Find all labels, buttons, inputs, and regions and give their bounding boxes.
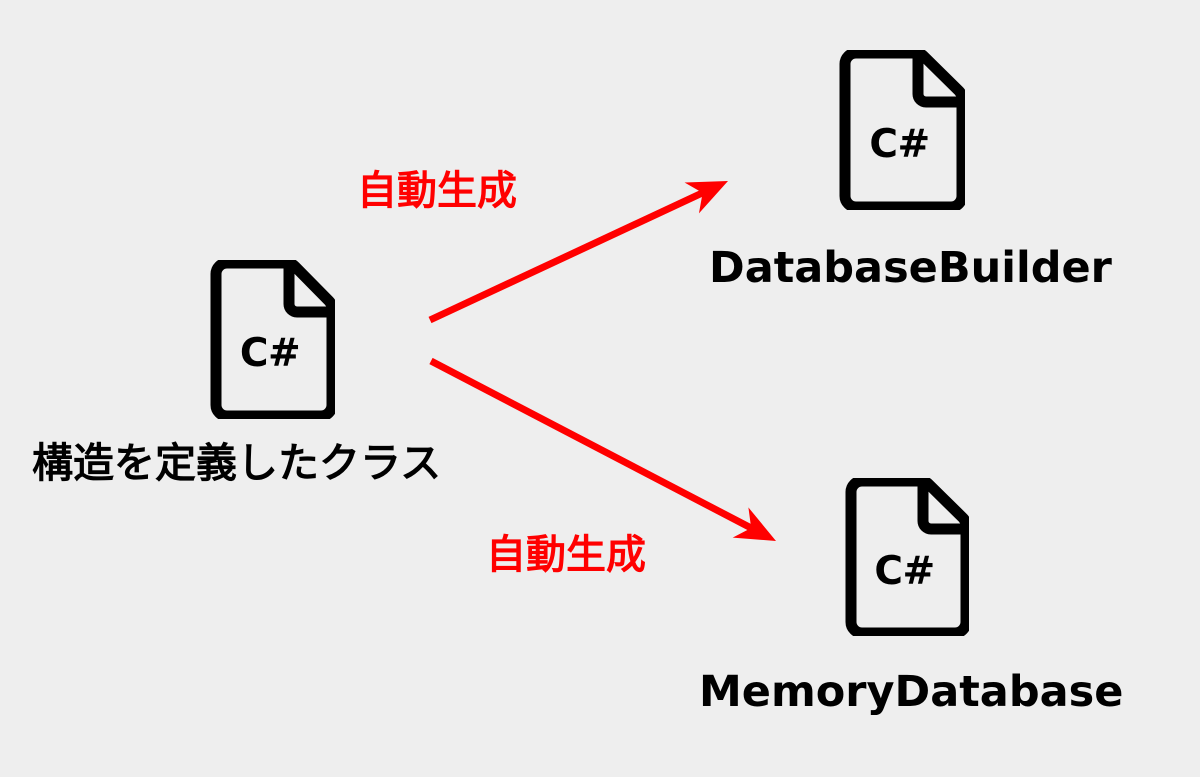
arrow-to-memory-database [429, 357, 776, 541]
csharp-file-icon-source: C# [205, 260, 335, 419]
csharp-file-icon-memory-database: C# [840, 478, 969, 636]
caption-memory-database: MemoryDatabase [699, 667, 1124, 717]
csharp-file-icon-database-builder: C# [834, 50, 965, 210]
caption-database-builder: DatabaseBuilder [709, 243, 1112, 293]
edge-label-auto-generate-lower: 自動生成 [486, 532, 646, 578]
arrow-to-database-builder [428, 181, 728, 324]
edge-label-auto-generate-upper: 自動生成 [357, 168, 517, 214]
caption-source-class: 構造を定義したクラス [32, 439, 442, 487]
